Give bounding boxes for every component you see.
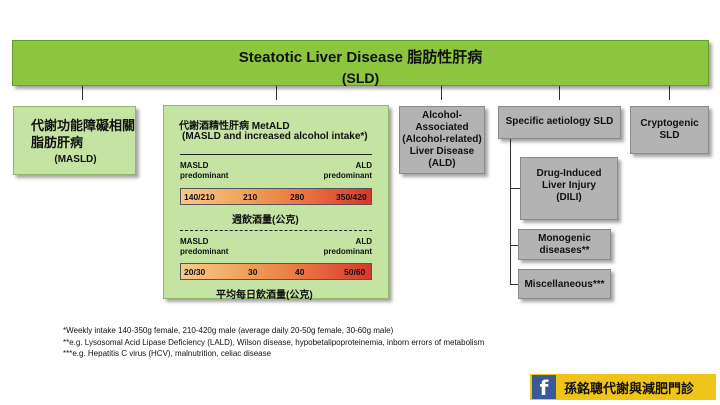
connector-top-to-metald (276, 86, 277, 100)
daily-right-label-2: predominant (323, 247, 372, 256)
miscellaneous-box: Miscellaneous*** (518, 269, 611, 299)
dili-box: Drug-Induced Liver Injury (DILI) (520, 157, 618, 220)
ald-box: Alcohol- Associated (Alcohol-related) Li… (399, 106, 485, 174)
connector-to-misc (510, 284, 518, 285)
connector-top-to-masld (82, 86, 83, 100)
metald-box: 代謝酒精性肝病 MetALD (MASLD and increased alco… (163, 105, 389, 301)
footnote-2: **e.g. Lysosomal Acid Lipase Deficiency … (63, 337, 485, 347)
masld-chinese-name: 代謝功能障礙相關 脂肪肝病 (31, 117, 137, 151)
monogenic-line2: diseases** (539, 245, 590, 256)
daily-intake-bar: 20/30 30 40 50/60 (180, 263, 372, 280)
masld-zh-line1: 代謝功能障礙相關 (31, 118, 136, 133)
weekly-right-label: ALD predominant (320, 161, 372, 181)
connector-top-to-specific (559, 86, 560, 100)
daily-left-label-1: MASLD (180, 237, 209, 246)
footnote-1: *Weekly intake 140-350g female, 210-420g… (63, 326, 394, 335)
weekly-left-label: MASLD predominant (180, 161, 228, 181)
weekly-value-3: 280 (290, 192, 305, 202)
metald-title: 代謝酒精性肝病 MetALD (179, 121, 290, 132)
daily-value-4: 50/60 (344, 267, 366, 277)
ald-line3: (Alcohol-related) (402, 134, 482, 145)
footnotes: *Weekly intake 140-350g female, 210-420g… (63, 325, 484, 360)
dili-line2: Liver Injury (542, 180, 596, 191)
miscellaneous-label: Miscellaneous*** (524, 279, 605, 290)
sld-header-box: Steatotic Liver Disease 脂肪性肝病 (SLD) (12, 40, 709, 86)
ald-line5: (ALD) (428, 158, 456, 169)
connector-top-to-ald (441, 86, 442, 100)
daily-right-label: ALD predominant (320, 237, 372, 257)
specific-aetiology-label: Specific aetiology SLD (505, 116, 614, 127)
sld-abbreviation: (SLD) (341, 70, 380, 86)
ald-line2: Associated (415, 122, 469, 133)
weekly-right-label-1: ALD (355, 161, 372, 170)
metald-subtitle: (MASLD and increased alcohol intake*) (182, 131, 368, 142)
masld-box: 代謝功能障礙相關 脂肪肝病 (MASLD) (13, 106, 136, 175)
monogenic-box: Monogenic diseases** (518, 229, 611, 260)
daily-left-label: MASLD predominant (180, 237, 228, 257)
weekly-left-label-1: MASLD (180, 161, 209, 170)
connector-to-dili (510, 188, 520, 189)
daily-unit: 平均每日飲酒量(公克) (216, 290, 313, 301)
masld-zh-line2: 脂肪肝病 (31, 135, 84, 150)
clinic-name: 孫銘聰代謝與減肥門診 (564, 381, 695, 396)
cryptogenic-line2: SLD (659, 130, 680, 141)
cryptogenic-line1: Cryptogenic (640, 118, 699, 129)
sld-title: Steatotic Liver Disease 脂肪性肝病 (238, 49, 483, 66)
daily-left-label-2: predominant (180, 247, 229, 256)
dili-line3: (DILI) (556, 192, 582, 203)
weekly-left-label-2: predominant (180, 171, 229, 180)
ald-line1: Alcohol- (422, 110, 462, 121)
weekly-divider (180, 154, 372, 155)
footnote-3: ***e.g. Hepatitis C virus (HCV), malnutr… (63, 349, 272, 358)
connector-top-to-cryptogenic (669, 86, 670, 100)
ald-line4: Liver Disease (409, 146, 475, 157)
weekly-value-2: 210 (243, 192, 258, 202)
connector-specific-trunk (510, 139, 511, 285)
monogenic-line1: Monogenic (538, 233, 591, 244)
daily-value-3: 40 (295, 267, 305, 277)
facebook-icon[interactable]: f (532, 375, 556, 400)
daily-value-1: 20/30 (184, 267, 206, 277)
weekly-value-4: 350/420 (336, 192, 367, 202)
daily-divider (180, 230, 372, 231)
masld-abbreviation: (MASLD) (54, 154, 97, 165)
daily-right-label-1: ALD (355, 237, 372, 246)
weekly-right-label-2: predominant (323, 171, 372, 180)
weekly-intake-bar: 140/210 210 280 350/420 (180, 188, 372, 205)
dili-line1: Drug-Induced (536, 168, 602, 179)
specific-aetiology-box: Specific aetiology SLD (498, 106, 621, 139)
cryptogenic-box: Cryptogenic SLD (630, 106, 709, 154)
weekly-unit: 週飲酒量(公克) (232, 215, 299, 226)
daily-value-2: 30 (248, 267, 258, 277)
connector-to-monogenic (510, 245, 518, 246)
clinic-banner[interactable]: f 孫銘聰代謝與減肥門診 (530, 374, 716, 400)
weekly-value-1: 140/210 (184, 192, 215, 202)
